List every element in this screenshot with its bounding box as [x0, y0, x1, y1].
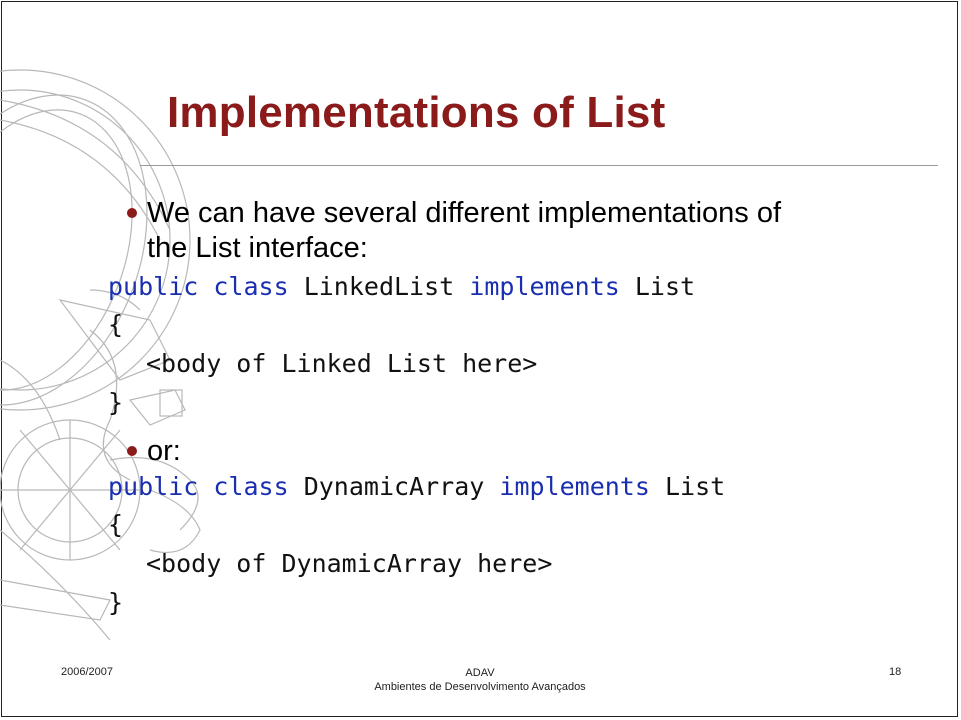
keyword-public: public [108, 472, 199, 501]
footer-date: 2006/2007 [61, 666, 113, 678]
code-open-brace-1: { [108, 310, 124, 339]
code-line-linkedlist-decl: public class LinkedList implements List [108, 272, 695, 302]
code-close-brace-1: } [108, 388, 124, 417]
title-divider [140, 165, 938, 166]
class-name: DynamicArray [303, 472, 485, 501]
footer-course-code: ADAV [465, 667, 495, 679]
code-close-brace-2: } [108, 588, 124, 617]
keyword-public: public [108, 272, 199, 301]
bullet-dot-1 [127, 208, 137, 218]
bullet-dot-2 [127, 446, 137, 456]
keyword-class: class [213, 272, 289, 301]
code-body-2: <body of DynamicArray here> [146, 549, 553, 578]
footer-course-name: Ambientes de Desenvolvimento Avançados [374, 681, 586, 693]
keyword-implements: implements [499, 472, 650, 501]
armillary-sphere-decoration [0, 69, 201, 641]
footer-page-number: 18 [889, 666, 902, 678]
keyword-implements: implements [469, 272, 620, 301]
keyword-class: class [213, 472, 289, 501]
bullet-1-line-1: We can have several different implementa… [147, 197, 782, 229]
interface-name: List [634, 272, 696, 301]
code-body-1: <body of Linked List here> [146, 349, 538, 378]
bullet-1-line-2: the List interface: [147, 232, 368, 264]
interface-name: List [664, 472, 726, 501]
footer-course: ADAV Ambientes de Desenvolvimento Avança… [330, 666, 630, 694]
class-name: LinkedList [303, 272, 455, 301]
code-open-brace-2: { [108, 510, 124, 539]
slide-title: Implementations of List [167, 88, 666, 137]
code-line-dynamicarray-decl: public class DynamicArray implements Lis… [108, 472, 725, 502]
bullet-2-line-1: or: [147, 435, 181, 467]
